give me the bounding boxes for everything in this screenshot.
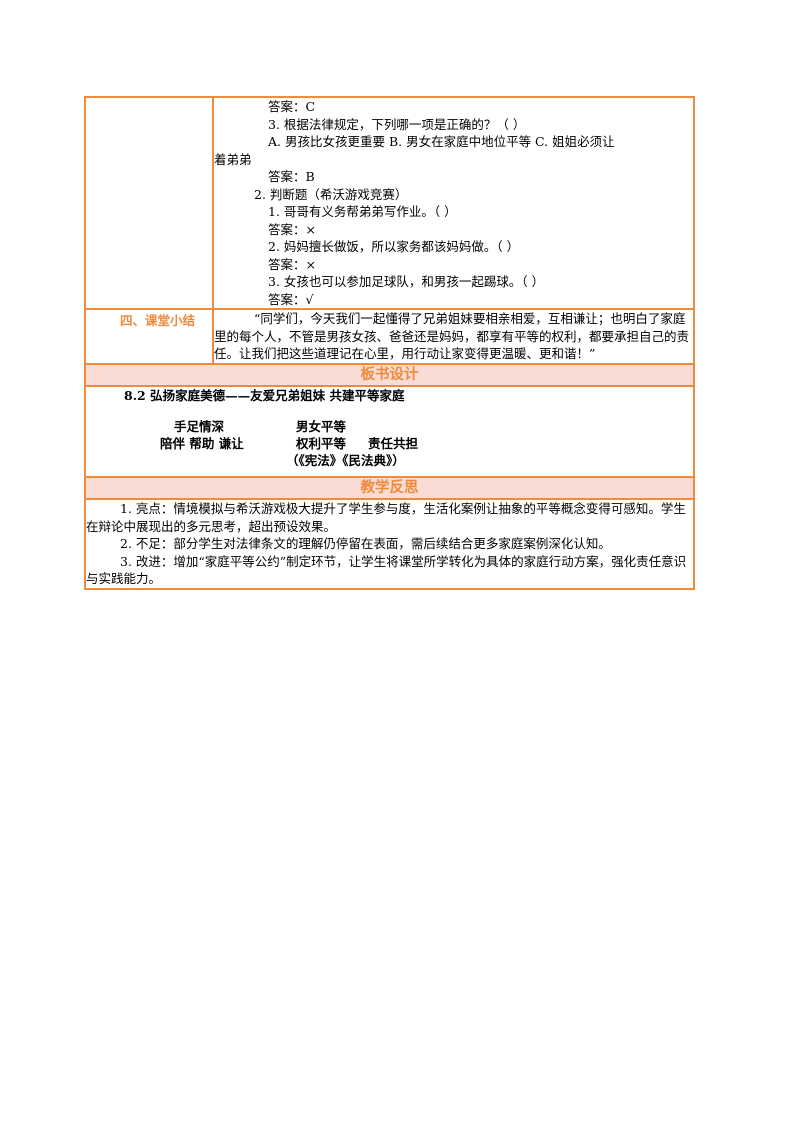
empty-label-cell: [84, 96, 214, 310]
exercise-line: 着弟弟: [214, 151, 252, 167]
reflection-header-row: 教学反思: [84, 476, 695, 500]
exercise-line: 答案：√: [268, 291, 314, 307]
exercise-line: 答案：B: [268, 169, 315, 184]
reflection-header: 教学反思: [84, 476, 695, 500]
summary-label: 四、课堂小结: [120, 313, 196, 328]
exercise-lines: 答案：C 3. 根据法律规定，下列哪一项是正确的？（ ） A. 男孩比女孩更重要 B…: [214, 98, 693, 308]
exercise-line: 3. 根据法律规定，下列哪一项是正确的？（ ）: [268, 116, 526, 132]
reflection-content: 1. 亮点：情境模拟与希沃游戏极大提升了学生参与度，生活化案例让抽象的平等概念变…: [84, 498, 695, 590]
board-left-bottom: 陪伴 帮助 谦让: [160, 436, 244, 451]
exercise-line: A. 男孩比女孩更重要 B. 男女在家庭中地位平等 C. 姐姐必须让: [268, 134, 615, 149]
exercise-line: 2. 判断题（希沃游戏竞赛）: [254, 186, 408, 202]
exercise-line: 答案：×: [268, 256, 316, 272]
exercise-line: 答案：C: [268, 99, 316, 114]
board-content: 8.2 弘扬家庭美德——友爱兄弟姐妹 共建平等家庭 手足情深 陪伴 帮助 谦让 …: [84, 384, 695, 478]
summary-text: “同学们，今天我们一起懂得了兄弟姐妹要相亲相爱，互相谦让；也明白了家庭里的每个人…: [214, 311, 690, 361]
board-left-top: 手足情深: [174, 419, 225, 434]
summary-content: “同学们，今天我们一起懂得了兄弟姐妹要相亲相爱，互相谦让；也明白了家庭里的每个人…: [212, 308, 695, 365]
reflection-item: 2. 不足：部分学生对法律条文的理解仍停留在表面，需后续结合更多家庭案例深化认知…: [120, 536, 611, 551]
summary-label-cell: 四、课堂小结: [84, 308, 214, 365]
exercise-line: 3. 女孩也可以参加足球队，和男孩一起踢球。（ ）: [268, 274, 545, 289]
exercise-line: 答案：×: [268, 221, 316, 237]
reflection-item: 3. 改进：增加“家庭平等公约”制定环节，让学生将课堂所学转化为具体的家庭行动方…: [86, 553, 687, 587]
board-grid: 手足情深 陪伴 帮助 谦让 男女平等 权利平等 责任共担 （《宪法》《民法典》）: [86, 418, 693, 476]
lesson-plan-table: 答案：C 3. 根据法律规定，下列哪一项是正确的？（ ） A. 男孩比女孩更重要 B…: [84, 96, 695, 590]
board-header: 板书设计: [84, 362, 695, 387]
exercise-row: 答案：C 3. 根据法律规定，下列哪一项是正确的？（ ） A. 男孩比女孩更重要 B…: [84, 96, 695, 310]
board-title: 8.2 弘扬家庭美德——友爱兄弟姐妹 共建平等家庭: [124, 387, 405, 403]
board-row: 8.2 弘扬家庭美德——友爱兄弟姐妹 共建平等家庭 手足情深 陪伴 帮助 谦让 …: [84, 384, 695, 478]
exercise-line: 1. 哥哥有义务帮弟弟写作业。（ ）: [268, 204, 457, 219]
reflection-row: 1. 亮点：情境模拟与希沃游戏极大提升了学生参与度，生活化案例让抽象的平等概念变…: [84, 498, 695, 590]
board-right-top: 男女平等: [296, 419, 347, 434]
summary-row: 四、课堂小结 “同学们，今天我们一起懂得了兄弟姐妹要相亲相爱，互相谦让；也明白了…: [84, 308, 695, 365]
board-right-bottom: （《宪法》《民法典》）: [286, 453, 405, 468]
board-header-row: 板书设计: [84, 362, 695, 387]
board-right-mid-b: 责任共担: [368, 436, 419, 451]
exercise-content: 答案：C 3. 根据法律规定，下列哪一项是正确的？（ ） A. 男孩比女孩更重要 B…: [212, 96, 695, 310]
board-right-mid-a: 权利平等: [296, 436, 347, 451]
exercise-line: 2. 妈妈擅长做饭，所以家务都该妈妈做。（ ）: [268, 239, 520, 254]
reflection-item: 1. 亮点：情境模拟与希沃游戏极大提升了学生参与度，生活化案例让抽象的平等概念变…: [86, 501, 686, 534]
